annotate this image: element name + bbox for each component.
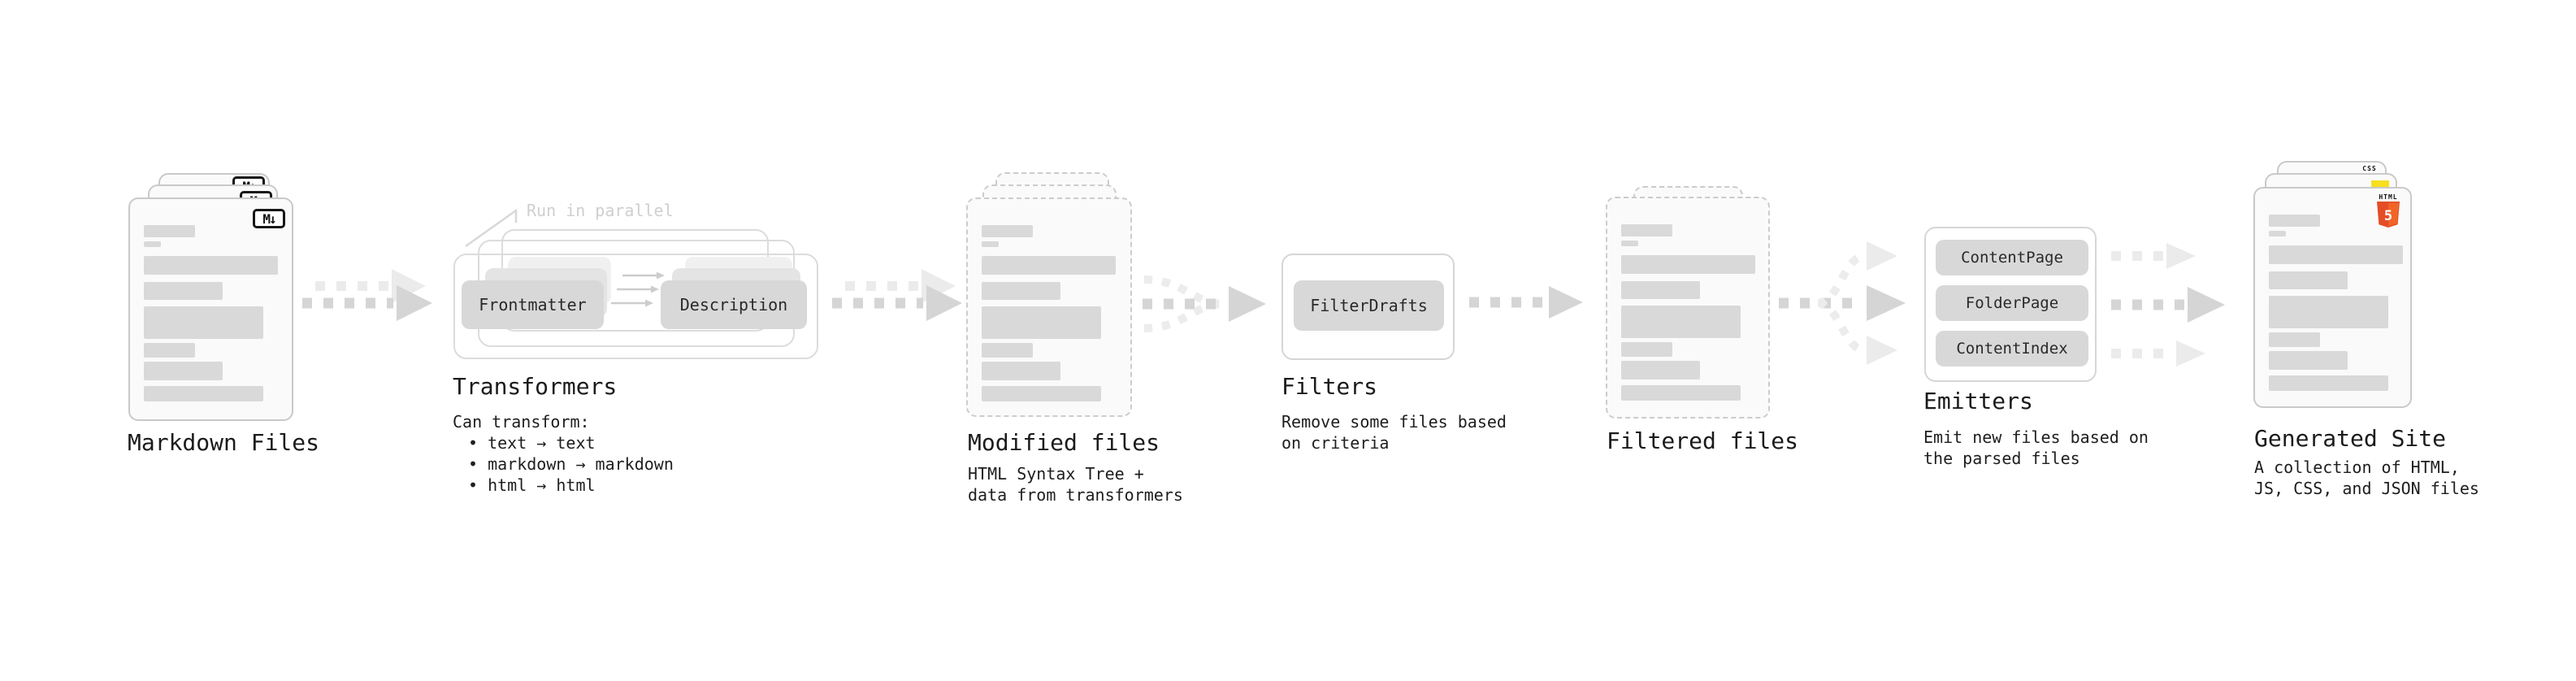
folder-page-pill: FolderPage (1936, 285, 2088, 321)
placeholder-bar (982, 362, 1060, 380)
desc-line: JS, CSS, and JSON files (2254, 479, 2479, 498)
desc-line: HTML Syntax Tree + (968, 464, 1144, 484)
placeholder-bar (144, 241, 161, 247)
double-dashed-arrow-icon (832, 269, 962, 321)
desc-line: A collection of HTML, (2254, 458, 2460, 477)
placeholder-bar (1621, 241, 1638, 246)
placeholder-bar (2269, 332, 2320, 347)
markdown-icon: M↓ (253, 209, 285, 228)
desc-bullet: • markdown → markdown (468, 454, 674, 474)
filter-drafts-pill: FilterDrafts (1294, 280, 1444, 331)
filters-description: Remove some files based on criteria (1281, 411, 1507, 453)
generated-site-description: A collection of HTML, JS, CSS, and JSON … (2254, 457, 2479, 499)
content-page-pill: ContentPage (1936, 240, 2088, 275)
placeholder-bar (144, 386, 263, 401)
desc-line: on criteria (1281, 433, 1390, 453)
placeholder-bar (1621, 281, 1700, 299)
placeholder-bar (2269, 231, 2286, 236)
placeholder-bar (982, 282, 1060, 300)
section-title-transformers: Transformers (453, 373, 618, 400)
placeholder-bar (1621, 306, 1741, 338)
placeholder-bar (2269, 215, 2320, 227)
transformer-frame-front (453, 254, 818, 359)
placeholder-bar (1621, 255, 1755, 274)
html5-icon-word: HTML (2379, 193, 2398, 201)
section-title-filters: Filters (1281, 373, 1378, 400)
dashed-arrow-icon (1469, 286, 1583, 319)
desc-line: Can transform: (453, 412, 590, 432)
placeholder-bar (2269, 271, 2348, 289)
placeholder-bar (2269, 296, 2388, 328)
html5-icon-number: 5 (2384, 208, 2392, 224)
placeholder-bar (2269, 245, 2403, 264)
section-title-filtered-files: Filtered files (1607, 427, 1799, 454)
converging-dashed-arrow-icon (1143, 275, 1266, 332)
content-index-pill: ContentIndex (1936, 331, 2088, 367)
file-card-front (966, 197, 1132, 417)
double-dashed-arrow-icon (302, 269, 432, 321)
placeholder-bar (144, 306, 263, 339)
placeholder-bar (1621, 342, 1672, 357)
desc-line: the parsed files (1923, 449, 2080, 468)
placeholder-bar (144, 225, 195, 237)
placeholder-bar (144, 256, 278, 275)
diverging-dashed-arrow-icon (1779, 241, 1906, 365)
section-title-generated-site: Generated Site (2254, 425, 2447, 452)
frontmatter-pill: Frontmatter (462, 280, 604, 329)
placeholder-bar (1621, 224, 1672, 236)
desc-bullet: • text → text (468, 433, 596, 453)
description-pill: Description (661, 280, 807, 329)
parallel-arrows-icon (611, 271, 665, 307)
modified-files-description: HTML Syntax Tree + data from transformer… (968, 463, 1183, 505)
placeholder-bar (2269, 375, 2388, 391)
placeholder-bar (2269, 351, 2348, 370)
desc-line: Remove some files based (1281, 412, 1507, 432)
filters-box: FilterDrafts (1281, 254, 1455, 360)
file-card-front: M↓ (128, 197, 293, 421)
html5-logo-icon: HTML 5 (2376, 193, 2400, 231)
placeholder-bar (144, 282, 223, 300)
placeholder-bar (982, 241, 999, 247)
emitters-box: ContentPage FolderPage ContentIndex (1924, 227, 2097, 382)
placeholder-bar (144, 343, 195, 358)
desc-line: data from transformers (968, 485, 1183, 505)
transformers-description: Can transform: • text → text • markdown … (453, 411, 674, 496)
placeholder-bar (982, 386, 1101, 401)
html5-shield-icon: 5 (2377, 202, 2400, 228)
placeholder-bar (982, 343, 1033, 358)
triple-dashed-arrow-icon (2111, 243, 2225, 367)
emitters-description: Emit new files based on the parsed files (1923, 427, 2149, 469)
run-in-parallel-annotation: Run in parallel (527, 201, 674, 220)
placeholder-bar (144, 362, 223, 380)
css-icon-label: CSS (2362, 165, 2377, 172)
annotation-leader-line-icon (465, 208, 518, 248)
placeholder-bar (1621, 361, 1700, 380)
placeholder-bar (982, 256, 1116, 275)
file-card-front: HTML 5 (2253, 187, 2412, 408)
section-title-markdown-files: Markdown Files (128, 429, 320, 456)
desc-line: Emit new files based on (1923, 427, 2149, 447)
placeholder-bar (982, 306, 1101, 339)
file-card-front (1606, 197, 1770, 419)
section-title-emitters: Emitters (1923, 388, 2033, 414)
placeholder-bar (1621, 385, 1741, 401)
section-title-modified-files: Modified files (968, 429, 1160, 456)
placeholder-bar (982, 225, 1033, 237)
desc-bullet: • html → html (468, 475, 596, 495)
